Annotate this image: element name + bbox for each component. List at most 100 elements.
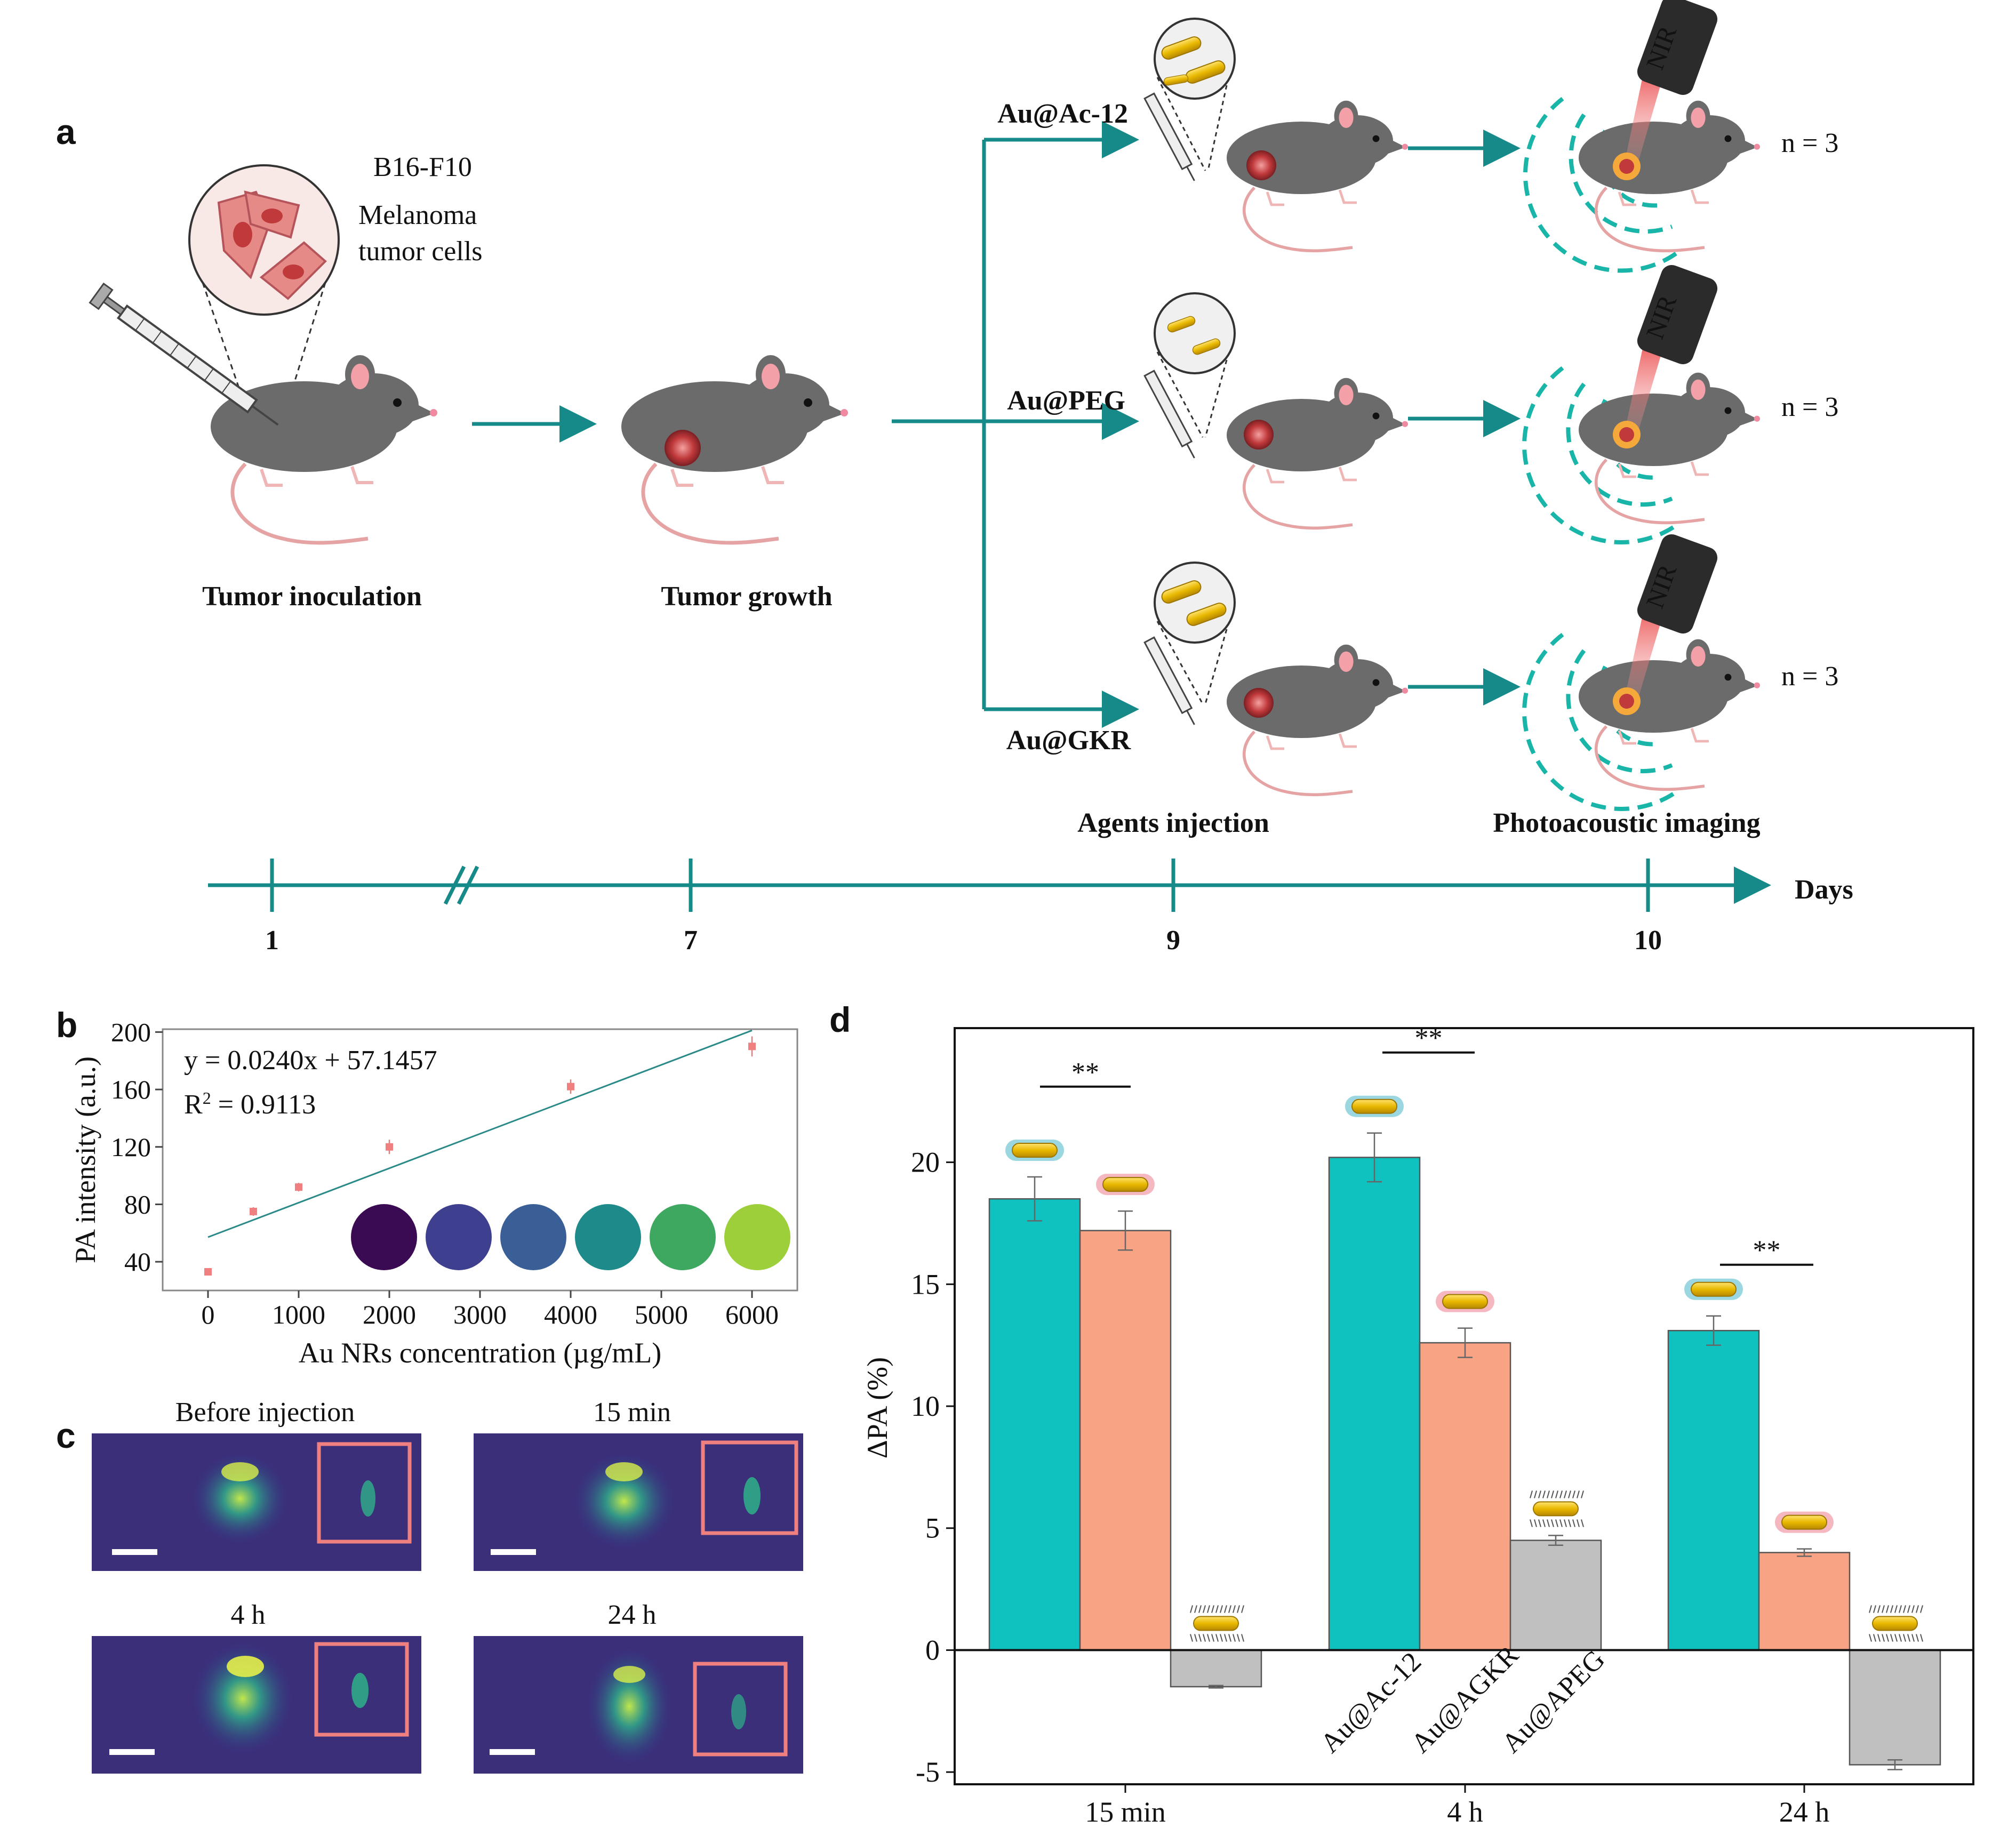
nanorod-icon — [1684, 1278, 1743, 1300]
chart-b-xlabel: Au NRs concentration (µg/mL) — [299, 1337, 661, 1369]
nanorod-ligand — [1572, 1519, 1575, 1527]
chart-b-ylabel: PA intensity (a.u.) — [69, 1056, 101, 1263]
timeline-day-1: 1 — [265, 925, 279, 956]
nanorod-ligand — [1220, 1605, 1223, 1613]
nanorod-ligand — [1547, 1519, 1550, 1527]
inoculation-mouse-illustration — [89, 282, 437, 543]
chart-d-bar — [1509, 1540, 1602, 1651]
n-label-row3: n = 3 — [1781, 661, 1838, 692]
nanorod-ligand — [1568, 1490, 1571, 1498]
nanorod-ligand — [1530, 1490, 1533, 1498]
chart-b-y-tick-label: 120 — [111, 1132, 151, 1162]
nanorod-ligand — [1224, 1605, 1227, 1613]
pa-image-15min — [474, 1433, 803, 1571]
chart-b-r2-sup: 2 — [203, 1088, 211, 1108]
nanorod-ligand — [1194, 1634, 1197, 1642]
nanorod-body — [1872, 1616, 1918, 1631]
panel-label-c: c — [56, 1416, 76, 1455]
chart-d-bar — [1758, 1552, 1851, 1651]
chart-d-bar — [1170, 1649, 1262, 1688]
chart-b-point — [748, 1043, 756, 1051]
nanorod-ligand — [1241, 1634, 1244, 1642]
nanorod-ligand — [1886, 1634, 1889, 1642]
nanorod-ligand — [1228, 1605, 1231, 1613]
chart-b-x-tick-label: 2000 — [363, 1300, 416, 1329]
chart-b-x-tick-label: 1000 — [272, 1300, 325, 1329]
injection-mouse-row2 — [1143, 292, 1408, 528]
chart-b-inset-circle — [724, 1204, 790, 1270]
nanorod-ligand — [1882, 1634, 1885, 1642]
nanorod-ligand — [1555, 1490, 1558, 1498]
chart-b-y-tick-label: 80 — [124, 1189, 151, 1219]
chart-b-inset-circle — [426, 1204, 492, 1270]
chart-b-inset-color-circles — [351, 1204, 790, 1270]
nanorod-icon — [1775, 1511, 1834, 1533]
nanorod-ligand — [1886, 1605, 1889, 1613]
chart-b-point — [386, 1143, 393, 1151]
chart-d-significance: ****** — [1040, 1023, 1813, 1266]
nanorod-ligand — [1907, 1605, 1910, 1613]
chart-b-inset-circle — [575, 1204, 641, 1270]
cell-zoom-illustration — [188, 164, 340, 438]
nanorod-ligand — [1237, 1634, 1240, 1642]
photoacoustic-imaging-label: Photoacoustic imaging — [1493, 808, 1760, 838]
chart-b-y-tick-label: 160 — [111, 1075, 151, 1104]
nanorod-body — [1442, 1294, 1488, 1309]
nanorod-ligand — [1877, 1634, 1881, 1642]
nanorod-ligand — [1577, 1490, 1580, 1498]
injection-mouse-row3 — [1143, 562, 1408, 795]
nanorod-ligand — [1903, 1634, 1906, 1642]
nanorod-ligand — [1190, 1605, 1193, 1613]
n-label-row1: n = 3 — [1781, 128, 1838, 158]
nanorod-ligand — [1577, 1519, 1580, 1527]
nanorod-icon — [1869, 1605, 1923, 1642]
nanorod-ligand — [1538, 1519, 1541, 1527]
chart-d-significance-label: ** — [1753, 1236, 1781, 1266]
chart-d-bar — [1667, 1329, 1760, 1651]
chart-b-x-tick-label: 6000 — [725, 1300, 779, 1329]
pa-image-title-4h: 4 h — [231, 1600, 266, 1630]
nanorod-body — [1193, 1616, 1239, 1631]
nanorod-body — [1012, 1143, 1058, 1158]
chart-d-x-tick-label: 15 min — [1085, 1796, 1166, 1828]
chart-d-ylabel: ΔPA (%) — [861, 1357, 893, 1458]
chart-b-inset-circle — [500, 1204, 566, 1270]
timeline-day-9: 9 — [1166, 925, 1180, 956]
chart-b-point — [567, 1083, 574, 1091]
nanorod-icon — [1096, 1174, 1155, 1196]
injection-mouse-row1 — [1143, 18, 1408, 251]
nanorod-ligand — [1530, 1519, 1533, 1527]
chart-b-x-tick-label: 5000 — [635, 1300, 688, 1329]
panel-label-a: a — [56, 112, 76, 151]
tumor-growth-mouse-illustration — [621, 355, 848, 543]
pa-image-24h — [474, 1636, 803, 1774]
chart-d-y-tick-label: 20 — [911, 1146, 940, 1178]
nanorod-icon — [1190, 1605, 1244, 1642]
nanorod-ligand — [1198, 1605, 1202, 1613]
nanorod-ligand — [1190, 1634, 1193, 1642]
nanorod-ligand — [1233, 1634, 1236, 1642]
nanorod-body — [1351, 1099, 1397, 1114]
pa-image-title-24h: 24 h — [608, 1600, 657, 1630]
timeline-day-10: 10 — [1634, 925, 1662, 956]
nanorod-ligand — [1194, 1605, 1197, 1613]
nanorod-ligand — [1228, 1634, 1231, 1642]
nanorod-body — [1691, 1281, 1737, 1297]
chart-d-bar — [1419, 1342, 1511, 1651]
panel-label-d: d — [829, 1000, 851, 1039]
chart-b-inset-circle — [351, 1204, 417, 1270]
chart-b-x-tick-label: 0 — [202, 1300, 215, 1329]
nanorod-ligand — [1564, 1519, 1567, 1527]
pa-image-4h — [92, 1636, 421, 1774]
n-label-row2: n = 3 — [1781, 392, 1838, 422]
nanorod-ligand — [1555, 1519, 1558, 1527]
cell-label-line1: B16-F10 — [373, 152, 472, 182]
timeline — [208, 859, 1771, 912]
nanorod-ligand — [1198, 1634, 1202, 1642]
pa-image-before — [92, 1433, 421, 1571]
group-label-ac12: Au@Ac-12 — [997, 99, 1128, 129]
nanorod-ligand — [1899, 1605, 1902, 1613]
chart-b-y-tick-label: 200 — [111, 1017, 151, 1047]
